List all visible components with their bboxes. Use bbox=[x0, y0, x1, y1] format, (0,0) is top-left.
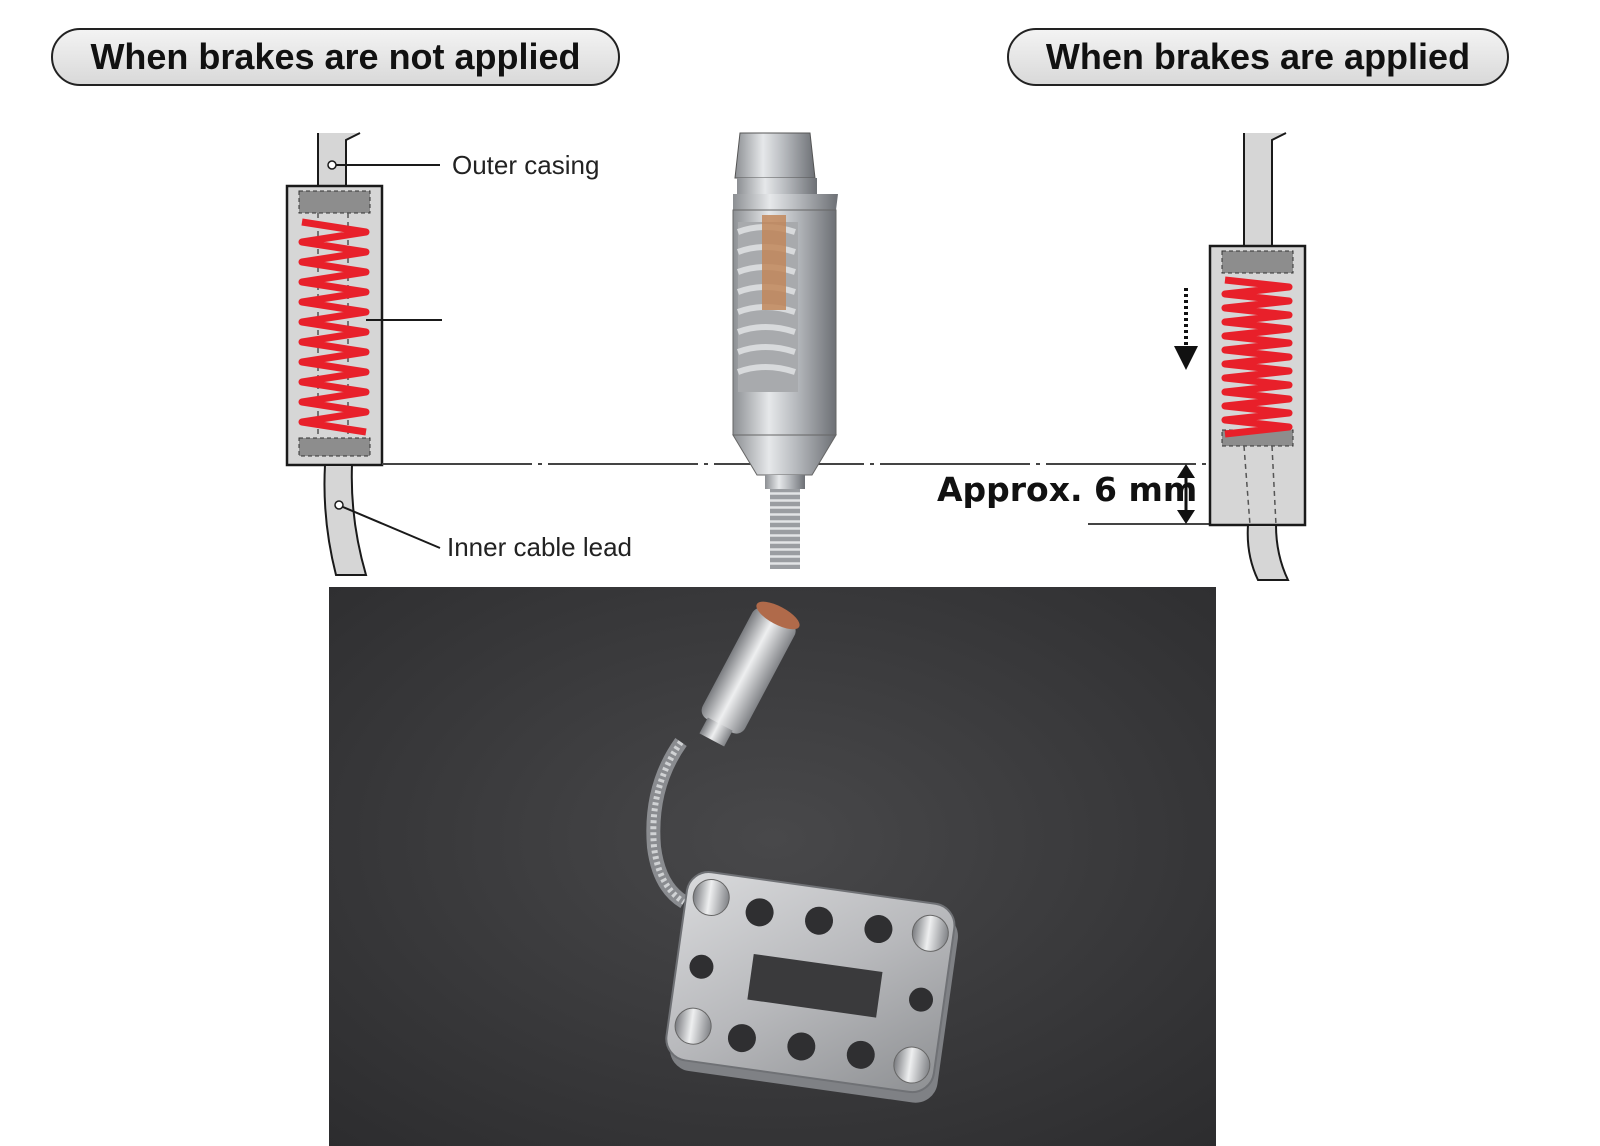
brake-cable-diagram bbox=[285, 132, 1307, 581]
product-photo bbox=[329, 587, 1216, 1146]
header-not-applied: When brakes are not applied bbox=[51, 28, 620, 86]
double-arrow-icon bbox=[1177, 464, 1195, 524]
spring-right bbox=[1221, 276, 1293, 438]
header-applied: When brakes are applied bbox=[1007, 28, 1509, 86]
label-outer-casing: Outer casing bbox=[452, 150, 600, 180]
right-cable-assembly bbox=[1174, 132, 1307, 581]
spring-left bbox=[298, 218, 370, 436]
label-inner-cable-lead: Inner cable lead bbox=[447, 532, 633, 562]
label-dimension: Approx. 6 mm bbox=[937, 470, 1198, 509]
left-cable-assembly bbox=[285, 132, 442, 576]
down-arrow-icon bbox=[1174, 288, 1198, 370]
cable-end-photo bbox=[732, 132, 838, 569]
leader-line-inner-cable bbox=[342, 506, 441, 549]
